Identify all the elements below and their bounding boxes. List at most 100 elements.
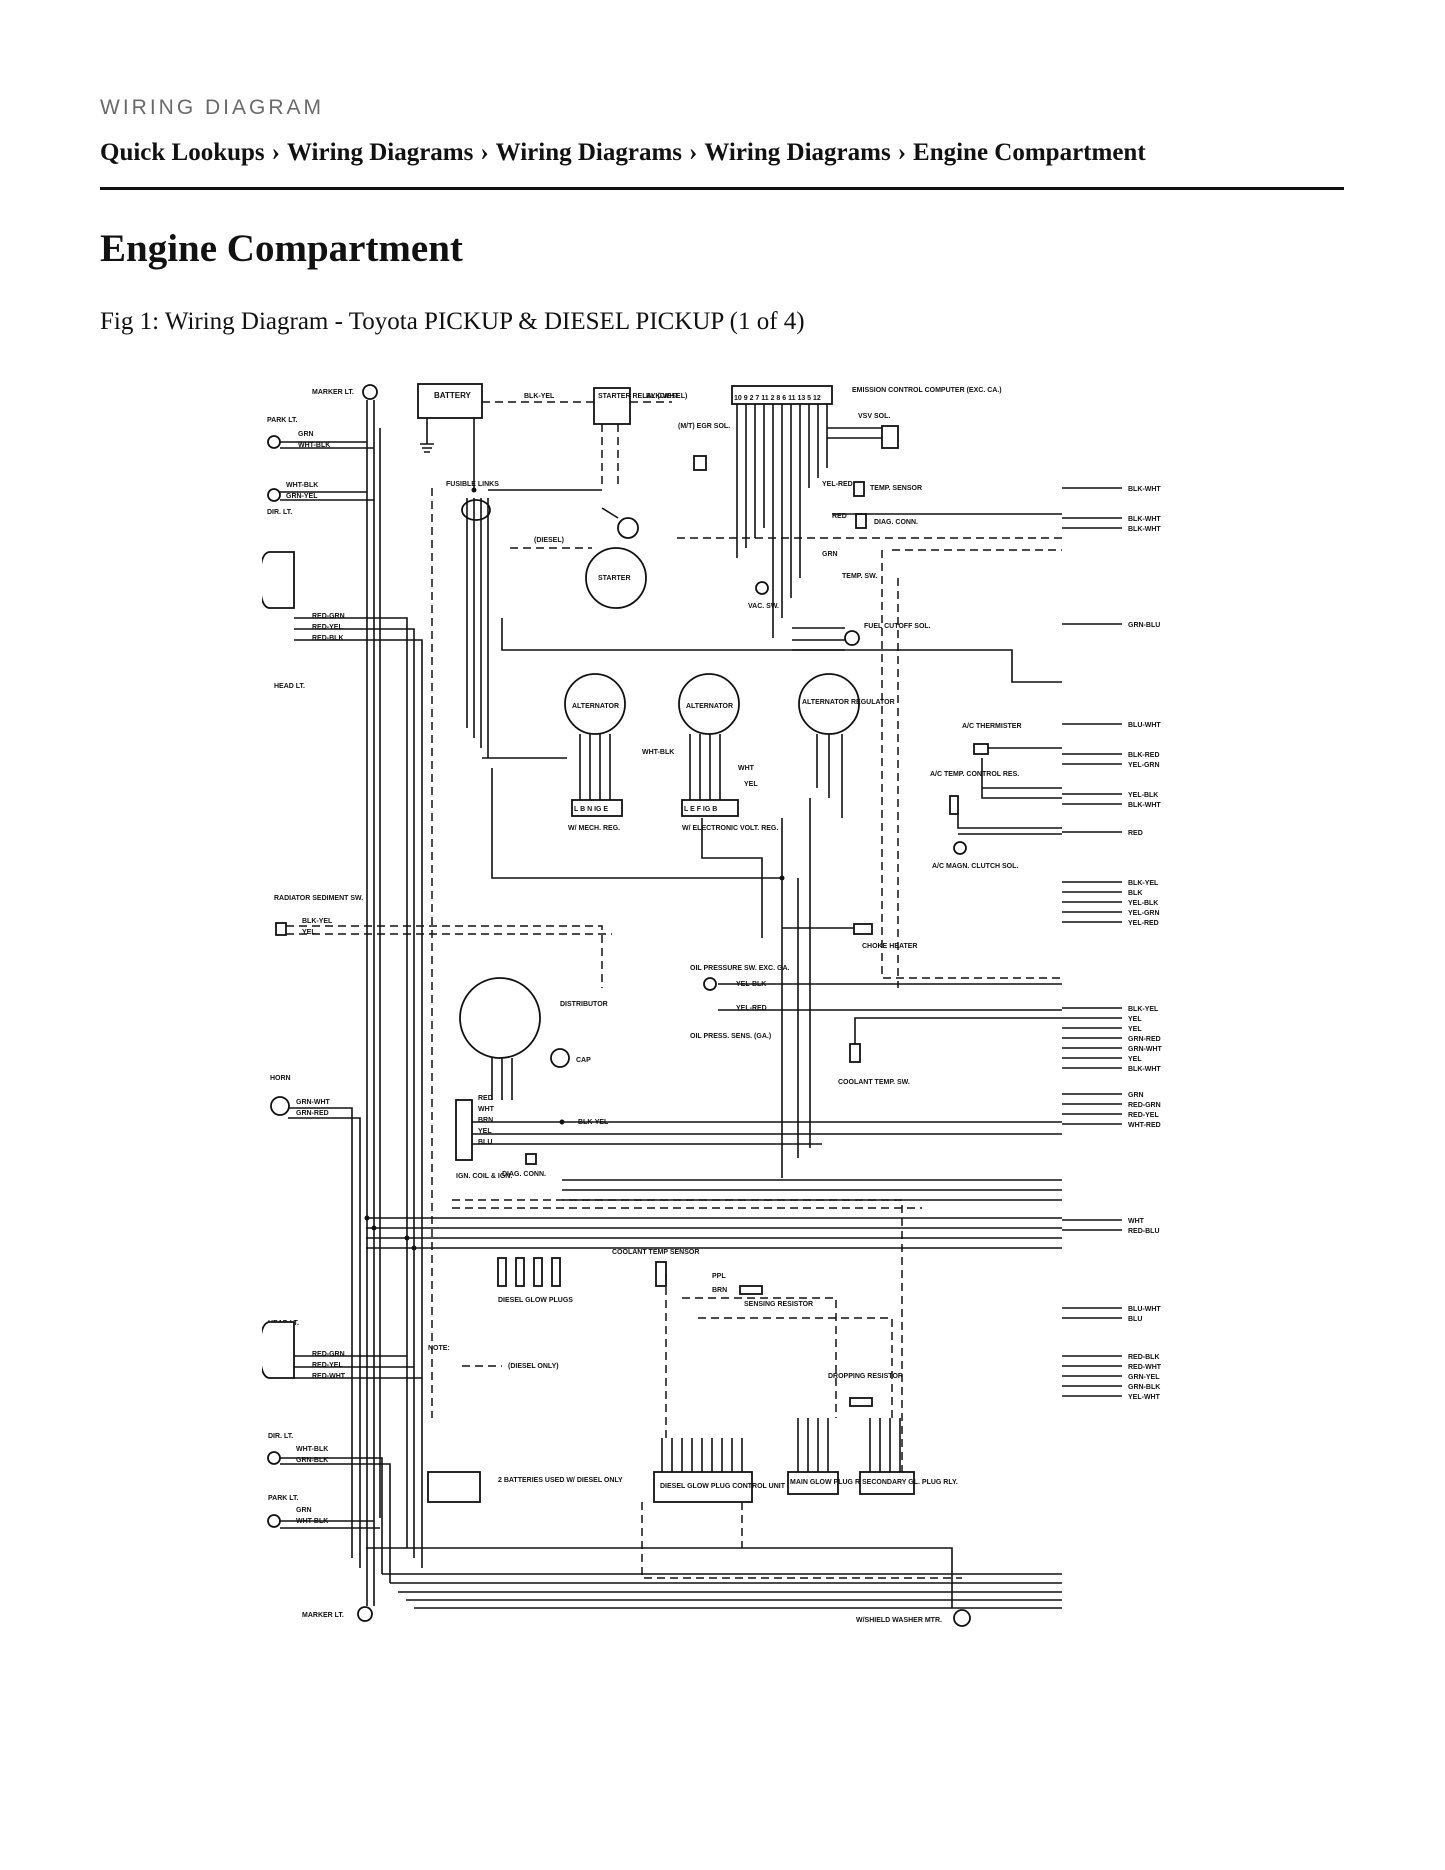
- ac-temp-res-icon: [949, 795, 959, 815]
- coolant-temp-sensor-icon: [655, 1261, 667, 1287]
- breadcrumb-link-quick-lookups[interactable]: Quick Lookups: [100, 139, 265, 166]
- label-temp-sensor: TEMP. SENSOR: [870, 485, 922, 492]
- wire-ignition: [472, 1058, 1062, 1145]
- wiring-diagram-svg: MARKER LT. PARK LT. GRN WHT-BLK WHT-BLK …: [262, 383, 1163, 1627]
- label-oil-press-sens: OIL PRESS. SENS. (GA.): [690, 1033, 771, 1040]
- right-wire-label: YEL-WHT: [1128, 1394, 1161, 1401]
- right-wire-label: GRN-YEL: [1128, 1374, 1160, 1381]
- dir-lamp-icon: [267, 1451, 281, 1465]
- label-oil-pressure-sw: OIL PRESSURE SW. EXC. GA.: [690, 965, 790, 972]
- vsv-solenoid-icon: [881, 425, 899, 449]
- label-diag-conn-mid: DIAG. CONN.: [502, 1171, 546, 1178]
- junction-dot: [411, 1245, 417, 1251]
- fuel-cutoff-solenoid-icon: [844, 630, 860, 646]
- wire-dashed-right: [881, 550, 1062, 988]
- right-wire-label: BLK-WHT: [1128, 802, 1161, 809]
- right-wire-label: RED-YEL: [1128, 1112, 1159, 1119]
- right-wire-label: BLK-WHT: [1128, 516, 1161, 523]
- breadcrumb-current-engine-compartment: Engine Compartment: [913, 139, 1146, 166]
- right-wire-label: YEL-RED: [1128, 920, 1159, 927]
- cap-icon: [550, 1048, 570, 1068]
- wire-ac: [957, 747, 1062, 835]
- label-park-lt-bottom: PARK LT.: [268, 1495, 299, 1502]
- starter-solenoid-icon: [617, 517, 639, 539]
- wire-alternators: [579, 734, 721, 800]
- wire-fuel-cutoff: [792, 627, 845, 651]
- horn-icon: [270, 1096, 290, 1116]
- battery-icon: [427, 1471, 481, 1503]
- label-temp-sw: TEMP. SW.: [842, 573, 877, 580]
- ground-icon: [420, 418, 434, 453]
- label-radiator-sw: RADIATOR SEDIMENT SW.: [274, 895, 363, 902]
- label-coolant-temp-sw: COOLANT TEMP. SW.: [838, 1079, 910, 1086]
- mech-regulator-icon: [571, 799, 623, 817]
- label-egr-sol: (M/T) EGR SOL.: [678, 423, 730, 430]
- breadcrumb-link-wiring-diagrams-1[interactable]: Wiring Diagrams: [287, 139, 474, 166]
- junction-dot: [471, 487, 477, 493]
- label-dir-lt-top: DIR. LT.: [267, 509, 292, 516]
- label-dir-lt-bottom: DIR. LT.: [268, 1433, 293, 1440]
- wire-oil-coolant: [718, 927, 1062, 1044]
- right-wire-label: GRN: [1128, 1092, 1144, 1099]
- headlamp-icon: [262, 1321, 295, 1379]
- label-diesel-only: (DIESEL ONLY): [508, 1363, 559, 1370]
- wire-horn: [288, 1107, 361, 1568]
- label-choke-heater: CHOKE HEATER: [862, 943, 917, 950]
- page-title: Engine Compartment: [100, 227, 463, 270]
- wire-label-diesel: (DIESEL): [534, 537, 564, 544]
- main-glow-relay-icon: [787, 1471, 839, 1495]
- wire-fusible-links: [466, 498, 489, 758]
- wire-coil-2: WHT: [478, 1106, 495, 1113]
- sensing-resistor-icon: [739, 1285, 763, 1295]
- wire-dir-top-2: GRN-YEL: [286, 493, 318, 500]
- label-emission-computer: EMISSION CONTROL COMPUTER (EXC. CA.): [852, 387, 1002, 394]
- wire-main-harness: [366, 1179, 1062, 1249]
- breadcrumb-separator: ›: [897, 139, 907, 166]
- label-fusible-links: FUSIBLE LINKS: [446, 481, 499, 488]
- diag-connector-icon: [525, 1153, 537, 1165]
- wire-top-right-dashed: [677, 537, 1062, 551]
- breadcrumb-separator: ›: [689, 139, 698, 166]
- right-wire-label: YEL-GRN: [1128, 910, 1160, 917]
- wire-label-wht-blk: WHT-BLK: [642, 749, 674, 756]
- temp-sensor-icon: [853, 481, 865, 497]
- wire-top-right: [501, 513, 1062, 683]
- fusible-link-icon: [461, 499, 491, 521]
- washer-motor-icon: [953, 1609, 971, 1627]
- label-mech-reg: W/ MECH. REG.: [568, 825, 620, 832]
- breadcrumb-link-wiring-diagrams-3[interactable]: Wiring Diagrams: [704, 139, 891, 166]
- right-wire-label: YEL: [1128, 1016, 1142, 1023]
- junction-dot: [404, 1235, 410, 1241]
- ac-clutch-icon: [953, 841, 967, 855]
- vac-switch-icon: [755, 581, 769, 595]
- right-wire-label: YEL-GRN: [1128, 762, 1160, 769]
- choke-heater-icon: [853, 923, 873, 935]
- wire-left-bus: [366, 400, 381, 1606]
- right-wire-label: BLU: [1128, 1316, 1142, 1323]
- wire-vsv: [827, 427, 882, 439]
- secondary-glow-relay-icon: [859, 1471, 915, 1495]
- ignition-coil-icon: [455, 1099, 473, 1161]
- label-glow-plugs: DIESEL GLOW PLUGS: [498, 1297, 573, 1304]
- wire-head-top-2: RED-YEL: [312, 624, 343, 631]
- label-washer-mtr: W/SHIELD WASHER MTR.: [856, 1617, 942, 1624]
- wire-head-bottom-1: RED-GRN: [312, 1351, 345, 1358]
- wire-relay-down: [601, 424, 619, 488]
- wire-horn-2: GRN-RED: [296, 1110, 329, 1117]
- starter-motor-icon: [585, 547, 647, 609]
- label-ac-clutch: A/C MAGN. CLUTCH SOL.: [932, 863, 1018, 870]
- breadcrumb: Quick Lookups›Wiring Diagrams›Wiring Dia…: [100, 139, 1146, 167]
- wire-label-brn: BRN: [712, 1287, 727, 1294]
- label-batteries-note: 2 BATTERIES USED W/ DIESEL ONLY: [498, 1477, 623, 1484]
- right-wire-label: BLK-WHT: [1128, 486, 1161, 493]
- label-battery: BATTERY: [434, 391, 472, 400]
- breadcrumb-link-wiring-diagrams-2[interactable]: Wiring Diagrams: [495, 139, 683, 166]
- egr-solenoid-icon: [693, 455, 707, 471]
- label-distributor: DISTRIBUTOR: [560, 1001, 608, 1008]
- dir-lamp-icon: [267, 488, 281, 502]
- label-ac-thermister: A/C THERMISTER: [962, 723, 1022, 730]
- label-park-lt-top: PARK LT.: [267, 417, 298, 424]
- wire-radiator-dashed: [286, 925, 612, 988]
- alternator-icon: [564, 673, 626, 735]
- wire-coil-1: RED: [478, 1095, 493, 1102]
